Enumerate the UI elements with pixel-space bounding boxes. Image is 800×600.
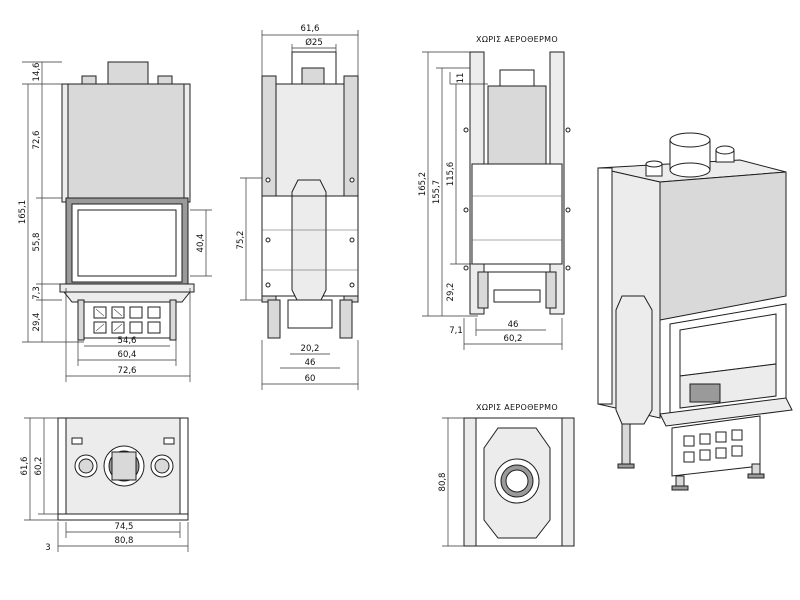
front-grille-vents	[93, 306, 161, 334]
iso-legs	[617, 423, 765, 491]
dim-top-depth-inner: 60,2	[34, 457, 44, 476]
dim-glass-width: 60,4	[118, 350, 137, 360]
dim-upper-body: 72,6	[32, 131, 42, 150]
front-right-leg	[169, 299, 177, 341]
top-view: 61,6 60,2 74,5 80,8 3	[20, 417, 189, 553]
rear-right-leg	[545, 271, 557, 309]
dim-rear-inner-height: 155,7	[432, 180, 442, 204]
rear-flue-chamber	[487, 85, 547, 167]
dim-rear-overall-height: 165,2	[418, 172, 428, 196]
dim-side-mid-width: 46	[305, 358, 316, 368]
bottom-dim-lines	[442, 417, 464, 547]
rear-caption: ΧΩΡΙΣ ΑΕΡΟΘΕΡΜΟ	[476, 35, 558, 44]
bottom-caption: ΧΩΡΙΣ ΑΕΡΟΘΕΡΜΟ	[476, 403, 558, 412]
dim-top-inner-width: 74,5	[115, 522, 134, 532]
dim-rear-overall-width: 60,2	[504, 334, 523, 344]
iso-ledge	[659, 397, 793, 427]
rear-body	[471, 163, 563, 265]
dim-rear-body-height: 115,6	[446, 162, 456, 186]
iso-flue-cylinder	[669, 132, 711, 178]
dim-top-overall-width: 80,8	[115, 536, 134, 546]
top-dim-lines	[24, 417, 189, 552]
dim-overall-width: 72,6	[118, 366, 137, 376]
dim-rear-mid-width: 46	[508, 320, 519, 330]
bottom-flue-ring	[494, 458, 540, 504]
dim-top-flue: 14,6	[32, 63, 42, 82]
top-flue-ring	[103, 445, 145, 487]
dim-rear-left-offset: 7,1	[449, 326, 463, 336]
rear-dim-lines	[422, 51, 563, 350]
dim-side-base-width: 60	[305, 374, 316, 384]
side-base-box	[287, 299, 333, 329]
iso-spigots	[645, 145, 735, 177]
side-upper-body	[261, 83, 359, 197]
dim-overall-height: 165,1	[18, 200, 28, 224]
dim-rear-top-offset: 11	[456, 73, 466, 84]
side-left-leg	[267, 299, 281, 339]
rear-bolts	[463, 127, 571, 271]
dim-flue-diameter: Ø25	[305, 37, 323, 48]
dim-leg-gap: 20,2	[301, 344, 320, 354]
bottom-view: ΧΩΡΙΣ ΑΕΡΟΘΕΡΜΟ 80,8	[438, 403, 575, 547]
front-flue-collar	[107, 61, 149, 85]
isometric-view	[597, 132, 793, 491]
front-left-leg	[77, 299, 85, 341]
dim-glass-height: 40,4	[196, 234, 206, 253]
front-right-spigot	[157, 75, 173, 85]
rear-view: ΧΩΡΙΣ ΑΕΡΟΘΕΡΜΟ	[418, 35, 571, 350]
iso-side-duct	[615, 295, 653, 425]
top-left-spigot	[74, 454, 98, 478]
iso-left-rail	[597, 167, 613, 405]
dim-base-height: 29,4	[32, 313, 42, 332]
front-ledge-bevel	[62, 291, 192, 303]
dim-side-height: 75,2	[236, 231, 246, 250]
dim-side-overall-width: 61,6	[301, 24, 320, 34]
front-left-spigot	[81, 75, 97, 85]
front-view: 14,6 72,6 165,1 55,8 40,4 7,3 29,4 54,6 …	[18, 61, 212, 382]
dim-gap: 7,3	[32, 286, 42, 300]
dim-inner-base-width: 54,6	[118, 336, 137, 346]
dim-top-depth-outer: 61,6	[20, 457, 30, 476]
front-hood-panel	[67, 83, 185, 199]
side-convection-duct	[291, 179, 327, 303]
front-dim-lines	[22, 61, 212, 382]
dim-rear-base-height: 29,2	[446, 283, 456, 302]
side-dim-lines	[240, 30, 359, 390]
dim-glass-zone: 55,8	[32, 233, 42, 252]
rear-left-leg	[477, 271, 489, 309]
iso-hood-front	[659, 171, 787, 321]
top-right-spigot	[150, 454, 174, 478]
iso-base-vents	[683, 429, 743, 463]
side-right-leg	[339, 299, 353, 339]
rear-top-box	[499, 69, 535, 87]
side-bolts	[265, 177, 355, 288]
iso-grate	[689, 383, 721, 403]
front-glass-pane	[77, 209, 177, 277]
side-view: 61,6 Ø25 75,2 20,2 46 60	[236, 24, 359, 390]
dim-top-side-offset: 3	[45, 543, 50, 553]
dim-bottom-depth: 80,8	[438, 473, 448, 492]
front-ledge	[59, 283, 195, 293]
